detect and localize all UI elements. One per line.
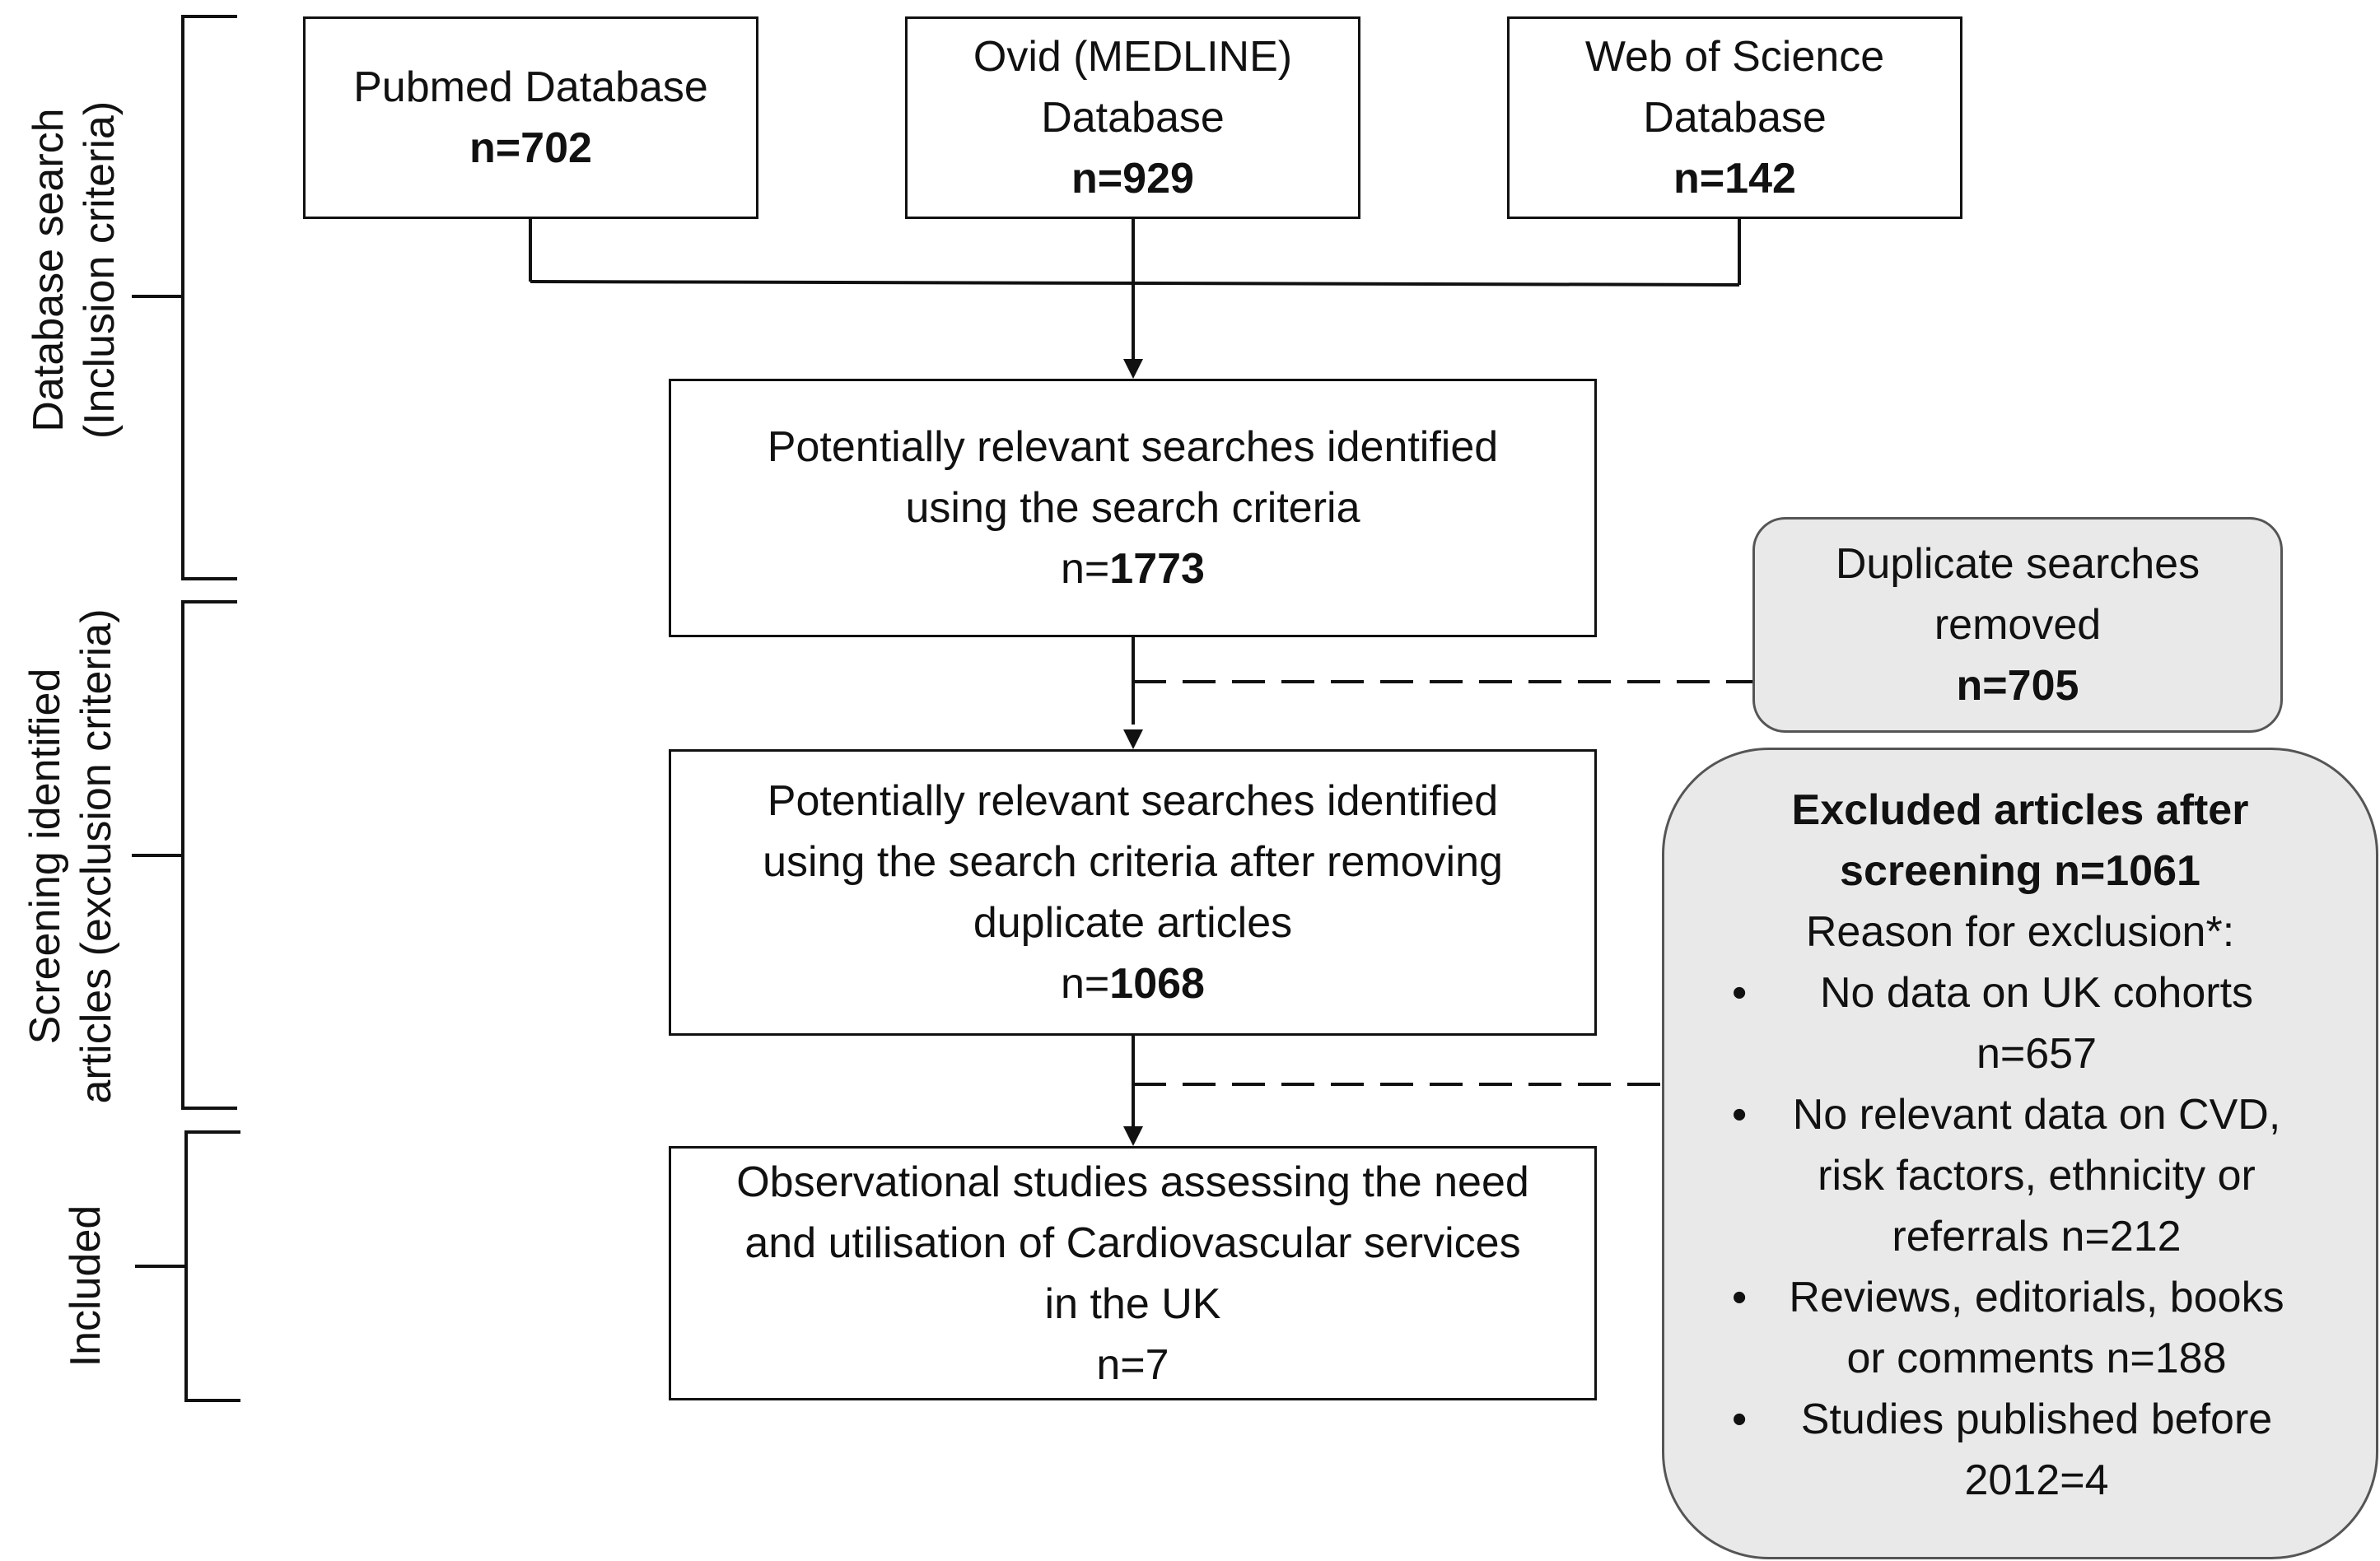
- duplicates-count: n=705: [1956, 662, 2079, 710]
- reason-line: referrals n=212: [1892, 1213, 2182, 1260]
- source-box-pubmed: Pubmed Database n=702: [303, 16, 758, 219]
- box-text-line: using the search criteria after removing: [763, 838, 1503, 886]
- source-title: Ovid (MEDLINE): [973, 33, 1293, 81]
- excluded-heading-line: screening n=1061: [1840, 847, 2200, 895]
- reason-line: 2012=4: [1964, 1456, 2109, 1504]
- box-text-line: removed: [1934, 601, 2102, 649]
- bullet-icon: •: [1732, 1091, 1748, 1139]
- included-studies-box: Observational studies assessing the need…: [669, 1146, 1597, 1400]
- reason-line: No data on UK cohorts: [1819, 969, 2254, 1017]
- box-text-line: and utilisation of Cardiovascular servic…: [744, 1219, 1521, 1267]
- bracket-screening: [181, 600, 237, 1110]
- arrowhead-to-dedup: [1123, 729, 1143, 749]
- stage-label-line: articles (exclusion criteria): [72, 608, 120, 1104]
- connector-merge: [530, 280, 1740, 287]
- count-value: 1068: [1109, 960, 1205, 1008]
- stage-label-line: Screening identified: [21, 668, 69, 1045]
- reason-line: risk factors, ethnicity or: [1818, 1152, 2256, 1200]
- excluded-articles-box: Excluded articles after screening n=1061…: [1662, 748, 2378, 1559]
- bracket-included: [184, 1130, 240, 1402]
- excluded-heading-line: Excluded articles after: [1791, 786, 2249, 834]
- stage-label-screening: Screening identified articles (exclusion…: [20, 608, 122, 1103]
- reason-line: Studies published before: [1800, 1396, 2273, 1443]
- box-text-line: using the search criteria: [905, 484, 1360, 532]
- exclusion-reason-item: • Studies published before 2012=4: [1664, 1389, 2376, 1511]
- box-text-line: Observational studies assessing the need: [736, 1158, 1529, 1206]
- reason-line: or comments n=188: [1846, 1335, 2227, 1382]
- arrowhead-to-included: [1123, 1126, 1143, 1146]
- reason-line: No relevant data on CVD,: [1792, 1091, 2281, 1139]
- source-box-web-of-science: Web of Science Database n=142: [1507, 16, 1962, 219]
- source-title-line2: Database: [1643, 94, 1827, 142]
- exclusion-reason-item: • Reviews, editorials, books or comments…: [1664, 1267, 2376, 1389]
- record-count: n=1068: [1061, 953, 1205, 1014]
- included-count: n=7: [1096, 1340, 1169, 1389]
- box-text-line: Potentially relevant searches identified: [767, 777, 1499, 825]
- duplicates-removed-box: Duplicate searches removed n=705: [1752, 517, 2283, 733]
- source-title: Pubmed Database: [353, 63, 708, 111]
- identified-records-box: Potentially relevant searches identified…: [669, 379, 1597, 637]
- box-text-line: Duplicate searches: [1835, 540, 2200, 588]
- box-text-line: in the UK: [1044, 1279, 1221, 1328]
- exclusion-reason-item: • No relevant data on CVD, risk factors,…: [1664, 1084, 2376, 1267]
- source-count: n=142: [1673, 155, 1796, 203]
- record-count: n=1773: [1061, 538, 1205, 599]
- exclusion-reason-label: Reason for exclusion*:: [1805, 908, 2235, 956]
- bullet-icon: •: [1732, 1396, 1748, 1443]
- stage-label-line: Included: [62, 1205, 110, 1368]
- reason-line: Reviews, editorials, books: [1789, 1274, 2284, 1321]
- exclusion-reason-item: • No data on UK cohorts n=657: [1664, 962, 2376, 1084]
- stage-label-database-search: Database search (Inclusion criteria): [23, 101, 125, 439]
- bullet-icon: •: [1732, 1274, 1748, 1321]
- source-count: n=702: [469, 124, 592, 172]
- box-text-line: duplicate articles: [973, 899, 1293, 947]
- source-title: Web of Science: [1584, 33, 1885, 81]
- source-title-line2: Database: [1041, 94, 1225, 142]
- stage-label-line: (Inclusion criteria): [76, 100, 124, 440]
- count-prefix: n=: [1061, 545, 1110, 593]
- stage-label-line: Database search: [25, 108, 72, 432]
- deduplicated-records-box: Potentially relevant searches identified…: [669, 749, 1597, 1036]
- stage-label-included: Included: [60, 1205, 111, 1368]
- reason-line: n=657: [1976, 1030, 2098, 1078]
- bullet-icon: •: [1732, 969, 1748, 1017]
- exclusion-reason-list: • No data on UK cohorts n=657 • No relev…: [1664, 962, 2376, 1511]
- bracket-database-search: [181, 15, 237, 580]
- arrowhead-to-identified: [1123, 359, 1143, 379]
- count-value: 1773: [1109, 545, 1205, 593]
- source-box-ovid: Ovid (MEDLINE) Database n=929: [905, 16, 1360, 219]
- box-text-line: Potentially relevant searches identified: [767, 423, 1499, 471]
- source-count: n=929: [1071, 155, 1194, 203]
- count-prefix: n=: [1061, 960, 1110, 1008]
